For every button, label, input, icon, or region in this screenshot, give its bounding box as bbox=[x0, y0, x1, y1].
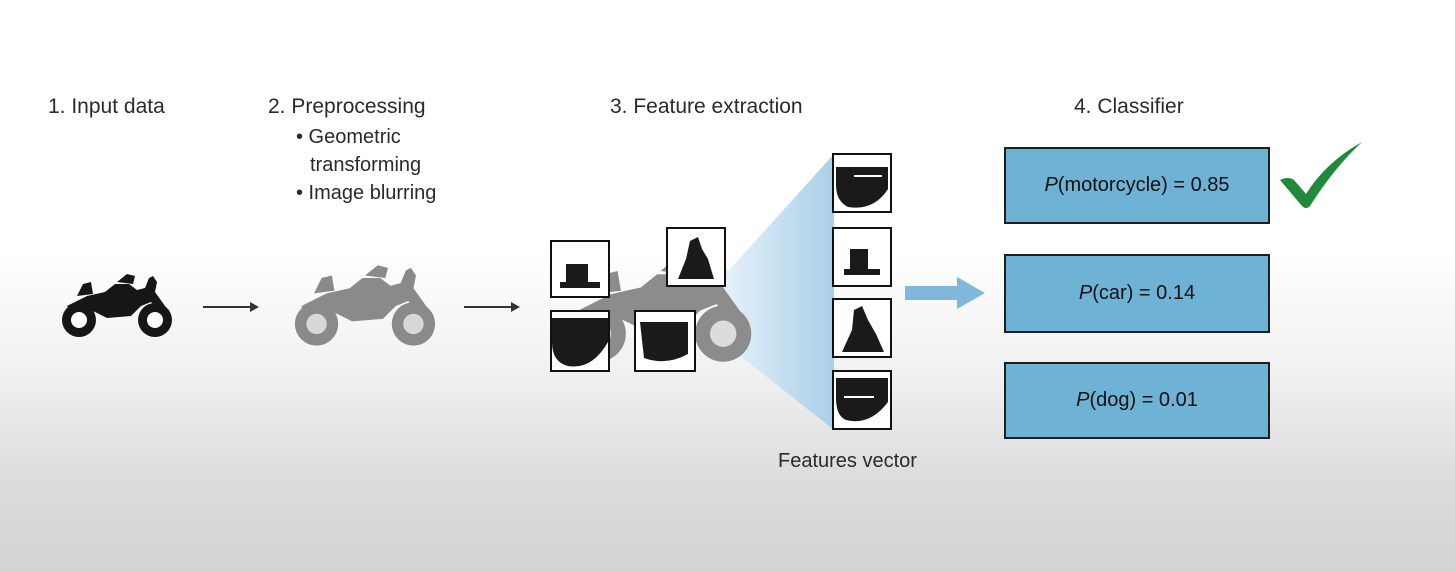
feature-vector-cell-2 bbox=[832, 227, 892, 287]
crop-box-tank bbox=[634, 310, 696, 372]
flow-arrow-2 bbox=[464, 302, 520, 312]
step-feature-extraction-title: 3. Feature extraction bbox=[610, 95, 803, 118]
crop-box-engine bbox=[550, 310, 610, 372]
prob-car-text: (car) = 0.14 bbox=[1092, 282, 1196, 304]
bullet-image-blurring: • Image blurring bbox=[296, 182, 437, 204]
classifier-output-dog: P(dog) = 0.01 bbox=[1004, 362, 1270, 439]
prob-dog-text: (dog) = 0.01 bbox=[1089, 389, 1198, 411]
feature-vector-cell-3 bbox=[832, 298, 892, 358]
checkmark-icon bbox=[1280, 142, 1362, 208]
feature-vector-cell-4 bbox=[832, 370, 892, 430]
feature-projection-fan bbox=[720, 154, 834, 430]
prob-symbol: P bbox=[1044, 174, 1058, 196]
flow-arrow-1 bbox=[203, 302, 259, 312]
step-preprocessing-title: 2. Preprocessing bbox=[268, 95, 426, 118]
prob-symbol: P bbox=[1078, 282, 1093, 304]
step-input-title: 1. Input data bbox=[48, 95, 165, 118]
step-classifier-title: 4. Classifier bbox=[1074, 95, 1184, 118]
classifier-input-arrow bbox=[905, 277, 985, 309]
bullet-geometric-line2: transforming bbox=[310, 154, 422, 176]
crop-box-seat bbox=[550, 240, 610, 298]
input-motorcycle-image bbox=[62, 274, 172, 337]
classifier-output-car: P(car) = 0.14 bbox=[1004, 254, 1270, 333]
crop-box-rider bbox=[666, 227, 726, 287]
bullet-geometric-line1: • Geometric bbox=[296, 126, 401, 148]
features-vector-label: Features vector bbox=[778, 450, 917, 472]
preprocessing-bullets: • Geometric transforming • Image blurrin… bbox=[296, 123, 436, 207]
prob-symbol: P bbox=[1076, 389, 1090, 411]
prob-motorcycle-text: (motorcycle) = 0.85 bbox=[1057, 174, 1230, 196]
classifier-output-motorcycle: P(motorcycle) = 0.85 bbox=[1004, 147, 1270, 224]
preprocessed-motorcycle-image bbox=[294, 265, 436, 346]
feature-vector-cell-1 bbox=[832, 153, 892, 213]
